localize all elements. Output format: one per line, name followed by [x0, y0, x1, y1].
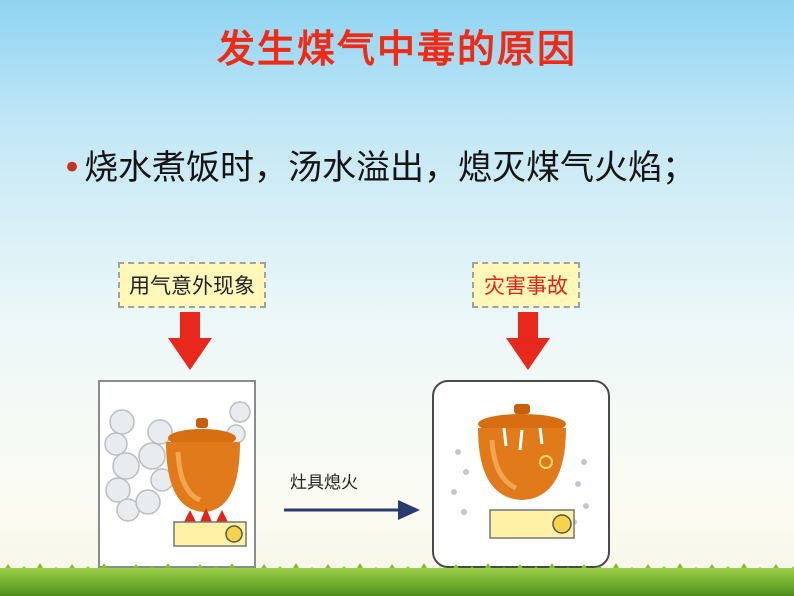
- bullet-text: 烧水煮饭时，汤水溢出，熄灭煤气火焰；: [84, 148, 697, 188]
- bullet-point: •烧水煮饭时，汤水溢出，熄灭煤气火焰；: [62, 140, 696, 189]
- stove-flameout-label: 灶具熄火: [290, 473, 358, 493]
- right-arrow-icon: [284, 500, 420, 520]
- slide-title: 发生煤气中毒的原因: [216, 27, 577, 71]
- down-arrow-right-icon: [506, 312, 550, 370]
- down-arrow-left-icon: [168, 312, 212, 370]
- grass-border: [0, 568, 794, 596]
- pot-boiling-over-icon: [104, 401, 251, 547]
- bullet-symbol: •: [62, 148, 83, 188]
- boiling-over-pot-scene: [98, 380, 256, 568]
- pot-flame-out-icon: [451, 404, 589, 539]
- gas-leak-scene: [432, 380, 610, 568]
- label-disaster: 灾害事故: [472, 262, 580, 308]
- label-gas-accident: 用气意外现象: [118, 262, 266, 308]
